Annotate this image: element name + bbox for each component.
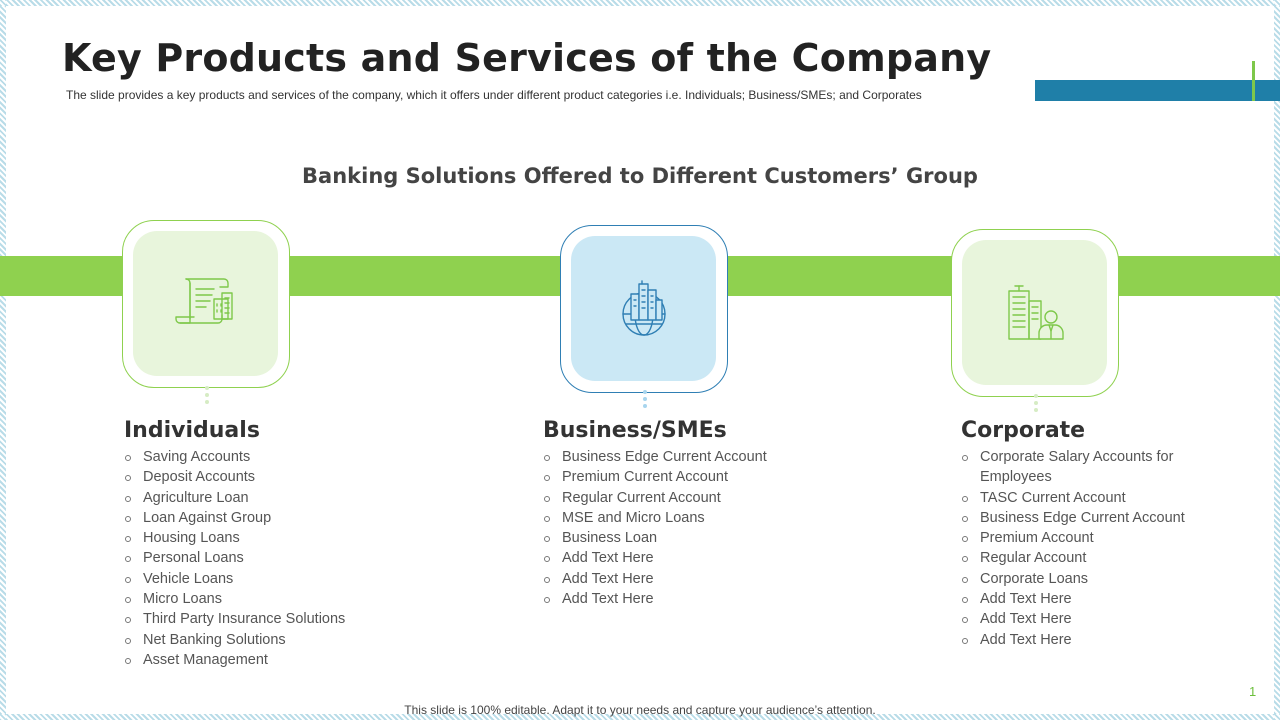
column-heading: Business/SMEs — [543, 418, 727, 443]
page-subtitle: The slide provides a key products and se… — [66, 88, 922, 102]
list-item: Agriculture Loan — [124, 488, 444, 508]
document-building-icon — [174, 277, 233, 324]
list-item: Micro Loans — [124, 589, 444, 609]
page-number: 1 — [1249, 684, 1257, 699]
column-heading: Corporate — [961, 418, 1086, 443]
header-accent-bar — [1035, 80, 1280, 101]
section-heading: Banking Solutions Offered to Different C… — [302, 164, 978, 188]
list-item: Personal Loans — [124, 548, 444, 568]
list-item: Corporate Loans — [961, 569, 1241, 589]
list-item: Regular Account — [961, 548, 1241, 568]
list-item: Premium Current Account — [543, 467, 873, 487]
card-business — [560, 225, 728, 393]
connector-dots-corporate — [1034, 394, 1038, 415]
list-item: Net Banking Solutions — [124, 630, 444, 650]
list-item: Add Text Here — [961, 630, 1241, 650]
globe-city-icon — [621, 279, 666, 336]
list-item: Add Text Here — [543, 548, 873, 568]
list-item: Deposit Accounts — [124, 467, 444, 487]
footer-note: This slide is 100% editable. Adapt it to… — [404, 703, 876, 717]
list-item: Vehicle Loans — [124, 569, 444, 589]
list-item: Housing Loans — [124, 528, 444, 548]
list-item: Corporate Salary Accounts for Employees — [961, 447, 1241, 488]
connector-dots-individuals — [205, 386, 209, 407]
connector-dots-business — [643, 390, 647, 411]
card-corporate-inner — [962, 240, 1107, 385]
list-item: Regular Current Account — [543, 488, 873, 508]
list-item: Loan Against Group — [124, 508, 444, 528]
list-item: Third Party Insurance Solutions — [124, 609, 444, 629]
list-item: Saving Accounts — [124, 447, 444, 467]
list-item: Premium Account — [961, 528, 1241, 548]
page-title: Key Products and Services of the Company — [62, 36, 992, 80]
list-item: Add Text Here — [543, 569, 873, 589]
column-business: Business/SMEs Business Edge Current Acco… — [543, 418, 873, 609]
card-individuals-inner — [133, 231, 278, 376]
list-item: Add Text Here — [961, 589, 1241, 609]
column-heading: Individuals — [124, 418, 260, 443]
list-item: Business Edge Current Account — [543, 447, 873, 467]
header-accent-tick — [1252, 61, 1255, 101]
list-item: Business Edge Current Account — [961, 508, 1241, 528]
list-item: Add Text Here — [961, 609, 1241, 629]
list-item: Asset Management — [124, 650, 444, 670]
list-item: TASC Current Account — [961, 488, 1241, 508]
column-corporate: Corporate Corporate Salary Accounts for … — [961, 418, 1241, 650]
list-item: Business Loan — [543, 528, 873, 548]
card-business-inner — [571, 236, 716, 381]
card-individuals — [122, 220, 290, 388]
list-item: Add Text Here — [543, 589, 873, 609]
list-item: MSE and Micro Loans — [543, 508, 873, 528]
office-building-person-icon — [1007, 284, 1064, 340]
card-corporate — [951, 229, 1119, 397]
